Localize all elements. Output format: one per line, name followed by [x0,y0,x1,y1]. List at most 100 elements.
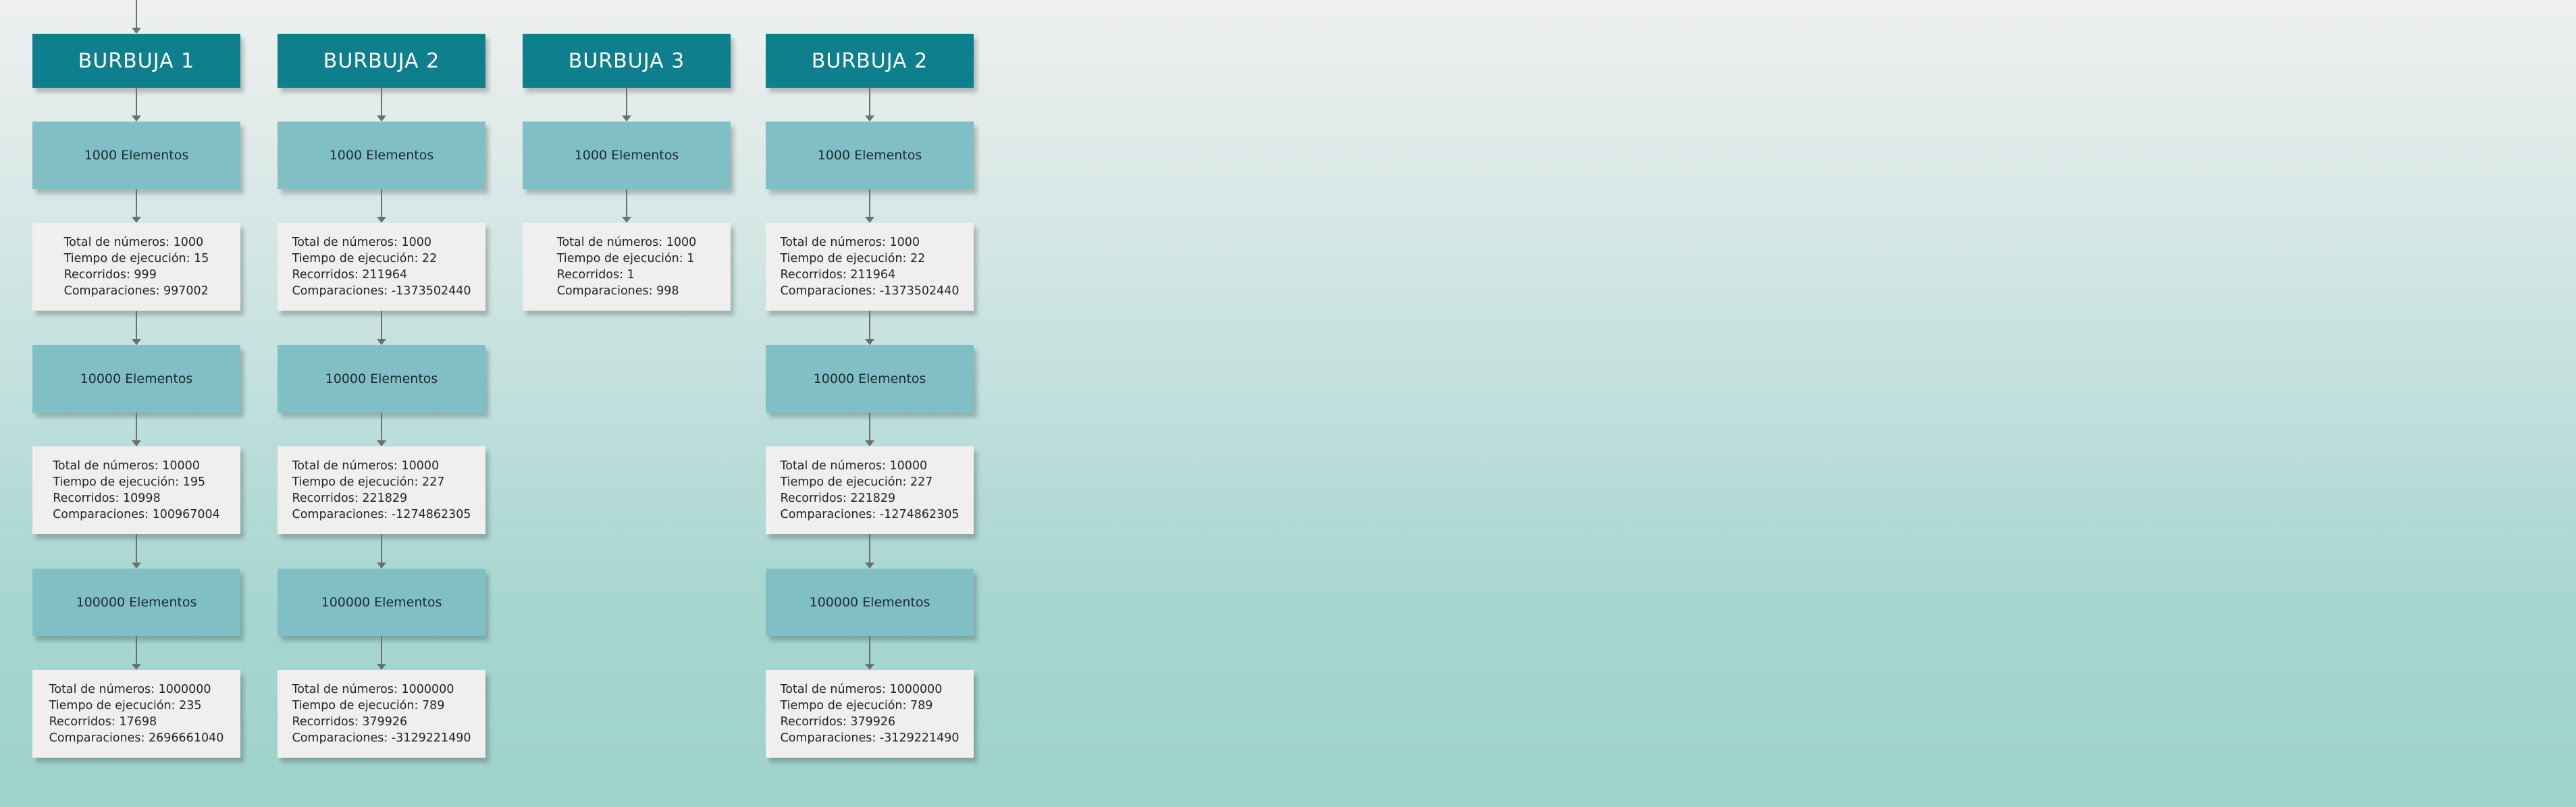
connector-arrowhead [377,563,386,569]
stat-total-label: Total de números: [292,459,398,473]
stat-total: Total de números: 1000 [292,234,471,251]
elements-box: 10000 Elementos [278,345,485,413]
stat-comparaciones-label: Comparaciones: [292,284,388,298]
stat-tiempo: Tiempo de ejecución: 1 [557,251,697,267]
connector-arrowhead [622,115,631,122]
stat-comparaciones-value: -3129221490 [391,731,471,745]
stat-recorridos-label: Recorridos: [556,268,623,282]
stat-tiempo-value: 789 [422,699,445,712]
stat-tiempo-label: Tiempo de ejecución: [292,699,419,712]
stat-recorridos-label: Recorridos: [292,492,359,505]
stat-comparaciones-label: Comparaciones: [292,508,388,521]
connector-line [626,189,627,217]
stat-recorridos: Recorridos: 211964 [780,267,959,283]
stat-recorridos-label: Recorridos: [53,492,120,505]
connector-arrowhead [377,115,386,122]
stat-tiempo: Tiempo de ejecución: 789 [292,698,471,714]
stat-comparaciones-label: Comparaciones: [292,731,388,745]
connector-line [136,311,137,340]
elements-box: 100000 Elementos [278,569,485,636]
stat-total-label: Total de números: [49,683,155,696]
stat-comparaciones-value: -1373502440 [391,284,471,298]
stat-recorridos-label: Recorridos: [780,492,847,505]
stat-tiempo: Tiempo de ejecución: 227 [292,474,471,490]
stat-tiempo-label: Tiempo de ejecución: [49,699,176,712]
stat-comparaciones: Comparaciones: -1274862305 [292,506,471,523]
stat-tiempo-label: Tiempo de ejecución: [292,252,419,265]
connector-line [136,413,137,441]
stat-tiempo-value: 22 [422,252,438,265]
stat-comparaciones: Comparaciones: 997002 [64,283,209,299]
stat-tiempo: Tiempo de ejecución: 22 [292,251,471,267]
stat-total-value: 1000000 [889,683,943,696]
connector-arrowhead [865,217,874,223]
stat-tiempo-value: 789 [910,699,933,712]
connector-arrowhead [865,339,874,345]
stat-tiempo-value: 227 [910,475,933,489]
stat-total: Total de números: 1000 [64,234,209,251]
stat-recorridos-value: 211964 [850,268,896,282]
stat-recorridos: Recorridos: 211964 [292,267,471,283]
stat-recorridos: Recorridos: 10998 [53,490,220,506]
connector-arrowhead [377,440,386,446]
connector-arrowhead [132,664,141,670]
connector-line [381,636,382,665]
stat-total-label: Total de números: [556,236,663,249]
stat-total: Total de números: 1000000 [292,681,471,698]
stat-recorridos-value: 221829 [362,492,408,505]
elements-box: 1000 Elementos [32,122,240,189]
stat-comparaciones: Comparaciones: -1373502440 [780,283,959,299]
connector-line [136,88,137,116]
stat-tiempo-value: 1 [687,252,695,265]
stat-recorridos-label: Recorridos: [292,268,359,282]
stat-total: Total de números: 1000 [780,234,959,251]
stat-comparaciones: Comparaciones: 100967004 [53,506,220,523]
connector-arrowhead [132,440,141,446]
stat-tiempo: Tiempo de ejecución: 789 [780,698,959,714]
stat-recorridos-label: Recorridos: [780,268,847,282]
stat-comparaciones-label: Comparaciones: [780,508,876,521]
stat-total-value: 1000 [173,236,204,249]
stat-recorridos: Recorridos: 221829 [780,490,959,506]
connector-line [381,413,382,441]
stat-total-label: Total de números: [780,683,886,696]
stat-total-value: 1000 [889,236,920,249]
stat-total-label: Total de números: [780,459,886,473]
stat-recorridos-label: Recorridos: [780,715,847,729]
stat-recorridos: Recorridos: 1 [557,267,697,283]
stat-recorridos: Recorridos: 221829 [292,490,471,506]
stat-comparaciones-label: Comparaciones: [780,731,876,745]
connector-line [381,189,382,217]
connector-arrowhead [865,440,874,446]
stat-tiempo: Tiempo de ejecución: 22 [780,251,959,267]
elements-box: 1000 Elementos [278,122,485,189]
stat-comparaciones: Comparaciones: 2696661040 [49,730,224,746]
elements-box: 100000 Elementos [766,569,974,636]
stat-total: Total de números: 10000 [292,458,471,474]
stat-comparaciones: Comparaciones: -1373502440 [292,283,471,299]
stat-total: Total de números: 10000 [780,458,959,474]
stat-recorridos-label: Recorridos: [292,715,359,729]
stat-total-value: 10000 [889,459,928,473]
stat-recorridos-value: 379926 [850,715,896,729]
connector-arrowhead [377,664,386,670]
stat-comparaciones: Comparaciones: -3129221490 [292,730,471,746]
stat-tiempo: Tiempo de ejecución: 195 [53,474,220,490]
stat-tiempo: Tiempo de ejecución: 235 [49,698,224,714]
connector-arrowhead [132,339,141,345]
stat-recorridos-label: Recorridos: [49,715,115,729]
stat-recorridos: Recorridos: 999 [64,267,209,283]
connector-line [869,636,870,665]
stat-comparaciones-label: Comparaciones: [49,731,145,745]
stat-tiempo: Tiempo de ejecución: 227 [780,474,959,490]
stat-comparaciones-value: -1274862305 [879,508,960,521]
connector-line [626,88,627,116]
